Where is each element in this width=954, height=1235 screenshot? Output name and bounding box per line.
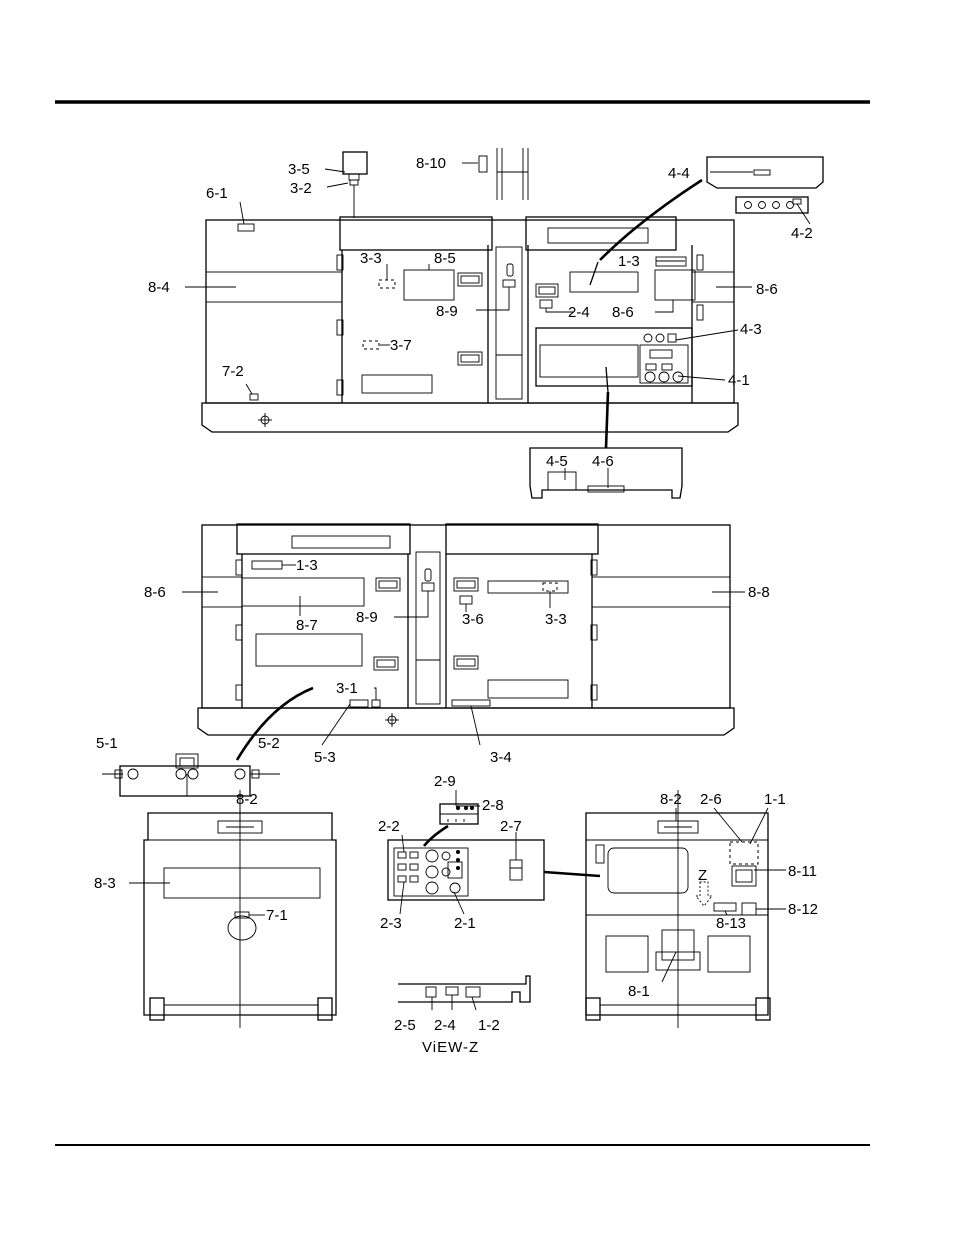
label-view-z: ViEW-Z <box>422 1039 479 1056</box>
label-8-12: 8-12 <box>788 901 818 918</box>
label-5-1: 5-1 <box>96 735 118 752</box>
label-8-9-top: 8-9 <box>436 303 458 320</box>
label-1-1: 1-1 <box>764 791 786 808</box>
label-4-3: 4-3 <box>740 321 762 338</box>
label-z: Z <box>698 867 707 884</box>
label-4-5: 4-5 <box>546 453 568 470</box>
label-2-6: 2-6 <box>700 791 722 808</box>
generator-view-side-a <box>185 148 823 498</box>
label-5-3: 5-3 <box>314 749 336 766</box>
label-2-9: 2-9 <box>434 773 456 790</box>
label-2-4-viewz: 2-4 <box>434 1017 456 1034</box>
label-8-6-mid: 8-6 <box>612 304 634 321</box>
label-2-5: 2-5 <box>394 1017 416 1034</box>
label-8-7: 8-7 <box>296 617 318 634</box>
label-3-4: 3-4 <box>490 749 512 766</box>
generator-end-view-left <box>129 790 336 1028</box>
label-8-8: 8-8 <box>748 584 770 601</box>
label-8-4: 8-4 <box>148 279 170 296</box>
label-7-1: 7-1 <box>266 907 288 924</box>
label-3-7: 3-7 <box>390 337 412 354</box>
generator-view-side-b <box>182 524 745 760</box>
detail-5-1-5-2 <box>102 754 280 796</box>
label-8-11: 8-11 <box>788 863 817 880</box>
label-2-7: 2-7 <box>500 818 522 835</box>
label-2-4-top: 2-4 <box>568 304 590 321</box>
label-8-2-right: 8-2 <box>660 791 682 808</box>
label-2-1: 2-1 <box>454 915 476 932</box>
label-8-13: 8-13 <box>716 915 746 932</box>
label-8-10: 8-10 <box>416 155 446 172</box>
label-8-6-right: 8-6 <box>756 281 778 298</box>
label-1-3-top: 1-3 <box>618 253 640 270</box>
label-3-1: 3-1 <box>336 680 358 697</box>
label-7-2: 7-2 <box>222 363 244 380</box>
label-3-2: 3-2 <box>290 180 312 197</box>
view-z-detail <box>398 976 530 1010</box>
label-8-3: 8-3 <box>94 875 116 892</box>
label-3-3-top: 3-3 <box>360 250 382 267</box>
label-3-5: 3-5 <box>288 161 310 178</box>
label-8-9-mid: 8-9 <box>356 609 378 626</box>
label-4-4: 4-4 <box>668 165 690 182</box>
label-8-2-left: 8-2 <box>236 791 258 808</box>
label-8-6-left: 8-6 <box>144 584 166 601</box>
label-8-5: 8-5 <box>434 250 456 267</box>
generator-end-view-right <box>586 790 786 1028</box>
label-4-6: 4-6 <box>592 453 614 470</box>
label-2-2: 2-2 <box>378 818 400 835</box>
label-4-1: 4-1 <box>728 372 750 389</box>
label-3-3-mid: 3-3 <box>545 611 567 628</box>
label-4-2: 4-2 <box>791 225 813 242</box>
label-5-2: 5-2 <box>258 735 280 752</box>
label-8-1: 8-1 <box>628 983 650 1000</box>
label-1-3-mid: 1-3 <box>296 557 318 574</box>
label-1-2: 1-2 <box>478 1017 500 1034</box>
label-3-6: 3-6 <box>462 611 484 628</box>
label-6-1: 6-1 <box>206 185 228 202</box>
label-2-8: 2-8 <box>482 797 504 814</box>
label-2-3: 2-3 <box>380 915 402 932</box>
